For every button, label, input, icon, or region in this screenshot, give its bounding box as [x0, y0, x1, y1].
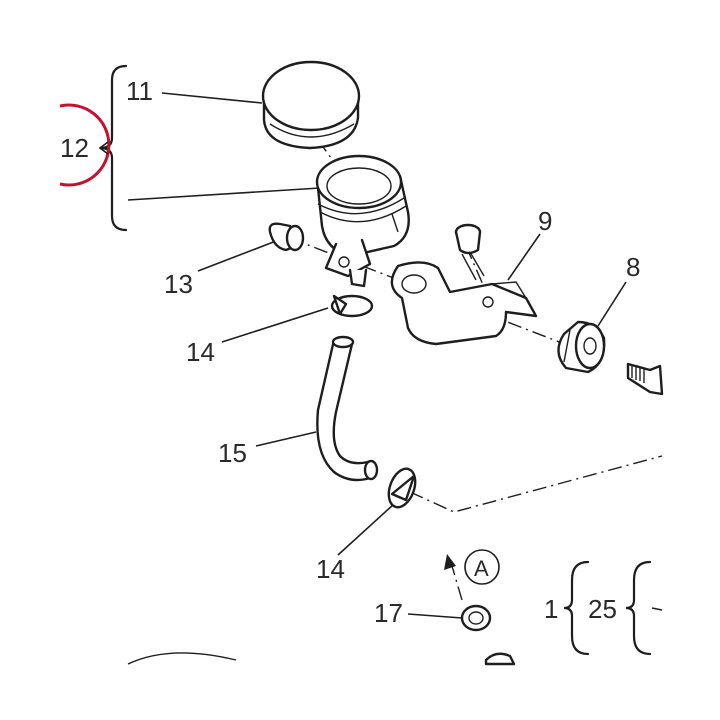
reservoir-cap	[261, 60, 361, 150]
label-ref-a: A	[474, 556, 489, 581]
brace-25	[625, 560, 652, 656]
highlight-circle-12[interactable]	[59, 103, 111, 187]
arrow-head-ref	[444, 554, 456, 570]
group-bracket-12	[99, 64, 128, 232]
label-14-upper: 14	[186, 337, 215, 367]
leader-12	[127, 187, 321, 201]
screw-bracket	[454, 223, 485, 281]
leader-15	[255, 431, 317, 447]
label-14-lower: 14	[316, 554, 345, 584]
label-9: 9	[538, 206, 552, 236]
arc-lower-left	[127, 652, 237, 665]
axis-line-ref	[451, 565, 463, 601]
leader-9	[507, 233, 541, 281]
label-1: 1	[544, 594, 558, 624]
reservoir-body	[315, 154, 410, 288]
fitting-lower-partial	[484, 652, 516, 666]
hose-15	[316, 335, 379, 482]
clamp-14-upper	[330, 294, 374, 318]
leader-8	[597, 281, 627, 327]
arrow-mark-12	[98, 141, 109, 155]
bolt-right	[626, 362, 664, 396]
label-13: 13	[164, 269, 193, 299]
leader-13	[197, 240, 277, 272]
clamp-14-lower	[387, 467, 417, 509]
reference-circle-a	[464, 549, 500, 585]
plug-13	[268, 222, 305, 252]
leader-11	[161, 92, 263, 104]
leader-14b	[337, 503, 395, 556]
o-ring-17	[460, 604, 492, 632]
label-25: 25	[588, 594, 617, 624]
label-17: 17	[374, 598, 403, 628]
leader-17	[407, 613, 463, 619]
axis-line-lower	[409, 455, 663, 513]
leader-14a	[221, 307, 329, 343]
leader-25-partial	[651, 607, 663, 611]
brace-1	[563, 560, 590, 656]
label-8: 8	[626, 252, 640, 282]
label-11: 11	[126, 76, 153, 106]
bracket-9	[390, 261, 538, 346]
label-12[interactable]: 12	[60, 133, 89, 163]
label-15: 15	[218, 438, 247, 468]
grommet-8	[557, 320, 606, 374]
